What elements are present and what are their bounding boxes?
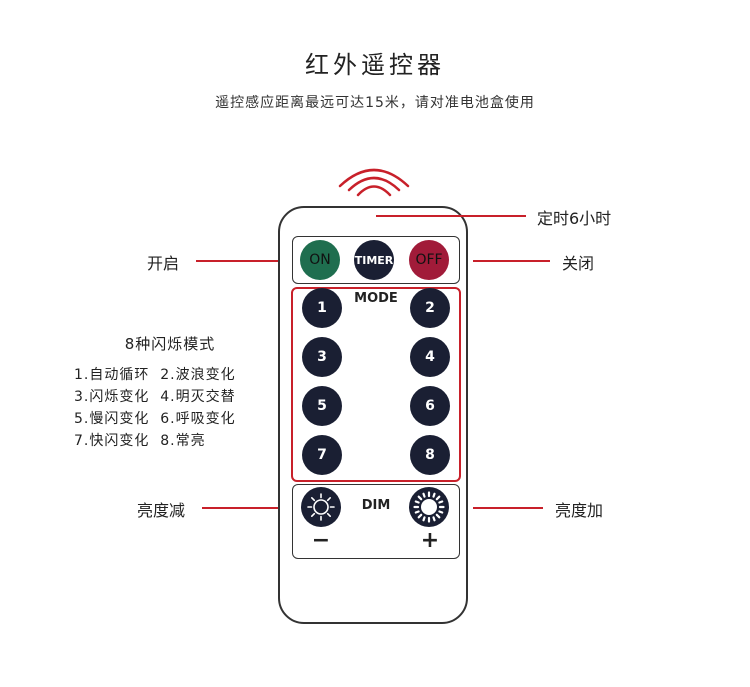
page-title: 红外遥控器	[305, 51, 445, 79]
mode-button-3[interactable]: 3	[302, 337, 342, 377]
modes-line-2: 3.闪烁变化 4.明灭交替	[74, 389, 236, 405]
off-callout-label: 关闭	[562, 254, 595, 273]
mode-button-6[interactable]: 6	[410, 386, 450, 426]
mode-button-1[interactable]: 1	[302, 288, 342, 328]
timer-button[interactable]: TIMER	[354, 240, 394, 280]
plus-sign: +	[420, 528, 440, 553]
ir-signal-icon	[338, 168, 410, 197]
modes-line-4: 7.快闪变化 8.常亮	[74, 433, 206, 449]
dim-up-callout-label: 亮度加	[555, 501, 604, 520]
off-callout-line	[473, 260, 550, 262]
page-subtitle: 遥控感应距离最远可达15米，请对准电池盒使用	[215, 95, 535, 111]
dim-down-callout-line	[202, 507, 278, 509]
mode-button-panel	[291, 287, 461, 482]
on-callout-line	[196, 260, 278, 262]
modes-line-3: 5.慢闪变化 6.呼吸变化	[74, 411, 236, 427]
mode-button-8[interactable]: 8	[410, 435, 450, 475]
mode-label: MODE	[354, 291, 398, 306]
dim-up-button[interactable]	[409, 487, 449, 527]
modes-title: 8种闪烁模式	[124, 335, 216, 353]
timer-callout-label: 定时6小时	[537, 209, 612, 228]
dim-up-callout-line	[473, 507, 543, 509]
dim-button-panel	[292, 484, 460, 559]
modes-line-1: 1.自动循环 2.波浪变化	[74, 367, 236, 383]
sun-bright-icon	[413, 491, 445, 523]
dim-label: DIM	[361, 498, 391, 513]
off-button[interactable]: OFF	[409, 240, 449, 280]
mode-button-5[interactable]: 5	[302, 386, 342, 426]
on-callout-label: 开启	[147, 254, 180, 273]
mode-button-4[interactable]: 4	[410, 337, 450, 377]
dim-down-callout-label: 亮度减	[137, 501, 186, 520]
on-button[interactable]: ON	[300, 240, 340, 280]
mode-button-2[interactable]: 2	[410, 288, 450, 328]
timer-callout-line	[376, 215, 526, 217]
sun-dim-icon	[307, 493, 335, 521]
minus-sign: −	[311, 528, 331, 553]
mode-button-7[interactable]: 7	[302, 435, 342, 475]
power-button-panel	[292, 236, 460, 284]
dim-down-button[interactable]	[301, 487, 341, 527]
